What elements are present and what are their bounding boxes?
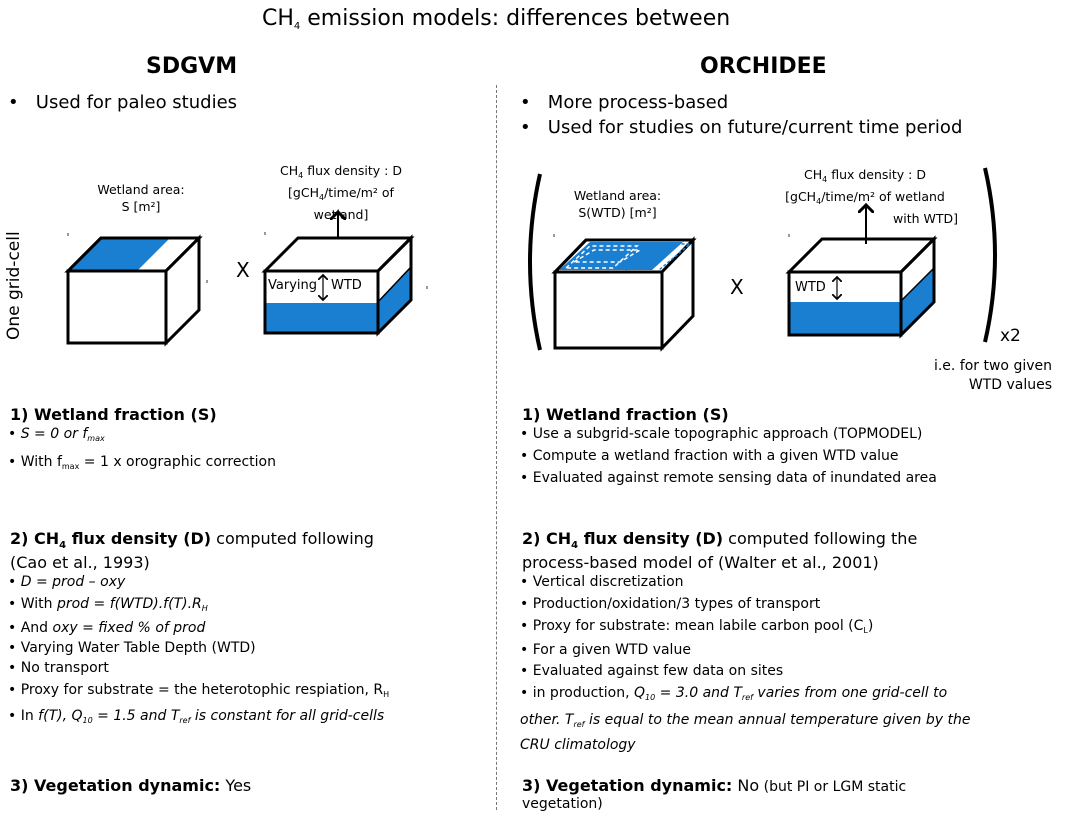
right-sec3: 3) Vegetation dynamic: No (but PI or LGM… xyxy=(522,776,907,795)
right-bullet: • Used for studies on future/current tim… xyxy=(520,117,963,138)
left-times-sign: X xyxy=(236,258,250,282)
right-wtd-label: WTD xyxy=(795,280,826,295)
right-sec2-item-cont: CRU climatology xyxy=(520,737,636,753)
right-sec2-item: • Evaluated against few data on sites xyxy=(520,663,784,679)
column-divider xyxy=(496,85,497,810)
left-sec2-item: • Proxy for substrate = the heterotophic… xyxy=(8,682,390,699)
left-sec2-item: • D = prod – oxy xyxy=(8,574,126,590)
right-sec2-line2: process-based model of (Walter et al., 2… xyxy=(522,553,879,572)
left-bullet: • Used for paleo studies xyxy=(8,92,238,113)
left-sec2-line2: (Cao et al., 1993) xyxy=(10,553,150,572)
left-sec1-title: 1) Wetland fraction (S) xyxy=(10,405,217,424)
right-sec1-item: • Evaluated against remote sensing data … xyxy=(520,470,937,486)
left-wtd-label: WTD xyxy=(331,278,362,293)
right-sec2-item: • Production/oxidation/3 types of transp… xyxy=(520,596,821,612)
right-heading: ORCHIDEE xyxy=(700,54,827,79)
right-sec1-title: 1) Wetland fraction (S) xyxy=(522,405,729,424)
right-flux-box xyxy=(785,235,938,339)
left-sec2-item: • With prod = f(WTD).f(T).RH xyxy=(8,596,208,613)
left-sec2-title: 2) CH4 flux density (D) computed followi… xyxy=(10,529,374,552)
right-sec2-title: 2) CH4 flux density (D) computed followi… xyxy=(522,529,918,552)
left-varying-label: Varying xyxy=(268,278,317,293)
right-times-sign: X xyxy=(730,275,744,299)
right-flux-density-label: CH4 flux density : D [gCH4/time/m² of we… xyxy=(785,167,958,226)
right-wetland-box xyxy=(551,236,697,352)
right-sec2-item-cont: other. Tref is equal to the mean annual … xyxy=(520,712,971,729)
right-sec2-item: • in production, Q10 = 3.0 and Tref vari… xyxy=(520,685,948,702)
left-sec1-item: • S = 0 or fmax xyxy=(8,426,105,443)
left-sec2-item: • No transport xyxy=(8,660,109,676)
left-sec2-item: • Varying Water Table Depth (WTD) xyxy=(8,640,256,656)
right-sec2-item: • Proxy for substrate: mean labile carbo… xyxy=(520,618,874,635)
left-sec1-item: • With fmax = 1 x orographic correction xyxy=(8,454,276,471)
right-sec1-item: • Use a subgrid-scale topographic approa… xyxy=(520,426,923,442)
left-wetland-box xyxy=(64,234,203,347)
right-sec2-item: • Vertical discretization xyxy=(520,574,684,590)
right-sec3-note: vegetation) xyxy=(522,796,603,812)
right-sec1-item: • Compute a wetland fraction with a give… xyxy=(520,448,899,464)
left-wetland-area-label: Wetland area:S [m²] xyxy=(97,182,185,214)
left-flux-density-label: CH4 flux density : D [gCH4/time/m² of we… xyxy=(280,163,402,222)
left-heading: SDGVM xyxy=(146,54,238,79)
grid-cell-label: One grid-cell xyxy=(4,231,24,340)
left-sec3: 3) Vegetation dynamic: Yes xyxy=(10,776,252,795)
right-sec2-item: • For a given WTD value xyxy=(520,642,691,658)
right-wetland-area-label: Wetland area:S(WTD) [m²] xyxy=(573,188,662,220)
left-sec2-item: • And oxy = fixed % of prod xyxy=(8,620,206,636)
left-sec2-item: • In f(T), Q10 = 1.5 and Tref is constan… xyxy=(8,708,385,725)
right-bullet: • More process-based xyxy=(520,92,729,113)
page-title: CH4 emission models: differences between xyxy=(262,6,731,32)
x2-label: x2 xyxy=(1000,326,1021,346)
